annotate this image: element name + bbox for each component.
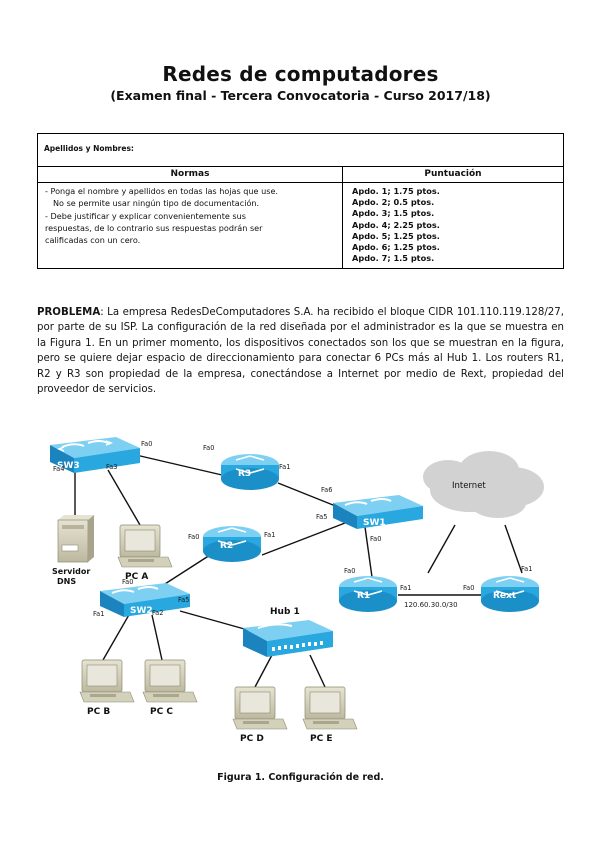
diagram-links: [74, 454, 523, 688]
port-label-sw2-fa5: Fa5: [178, 596, 190, 604]
label-sw1: SW1: [363, 518, 386, 528]
normas-cell: - Ponga el nombre y apellidos en todas l…: [38, 183, 343, 269]
port-label-sw1-fa6: Fa6: [321, 486, 333, 494]
port-label-r3-fa0: Fa0: [203, 444, 215, 452]
port-label-r3-fa1: Fa1: [279, 463, 291, 471]
pc-d-icon: [232, 686, 288, 730]
label-dns-line1: Servidor: [52, 567, 91, 576]
problem-text: : La empresa RedesDeComputadores S.A. ha…: [37, 307, 564, 396]
page-title: Redes de computadores: [162, 62, 439, 86]
page-subtitle: (Examen final - Tercera Convocatoria - C…: [110, 88, 491, 103]
port-label-sw3-fa4: Fa4: [53, 465, 65, 473]
label-sw3: SW3: [57, 461, 80, 471]
figure-caption: Figura 1. Configuración de red.: [217, 772, 384, 783]
network-diagram-svg: [50, 437, 544, 730]
port-label-sw3-fa0: Fa0: [141, 440, 153, 448]
switch-sw1-icon: [333, 495, 423, 529]
pc-e-icon: [302, 686, 358, 730]
router-r2-icon: [203, 526, 261, 562]
problem-label: PROBLEMA: [37, 307, 101, 318]
port-label-sw2-fa2: Fa2: [152, 609, 164, 617]
pc-b-icon: [79, 659, 135, 703]
puntuacion-line: Apdo. 5; 1.25 ptos.: [352, 230, 440, 241]
port-label-r2-fa1: Fa1: [264, 531, 276, 539]
label-sw2: SW2: [130, 606, 153, 616]
port-label-rext-fa1: Fa1: [521, 565, 533, 573]
pc-a-icon: [117, 524, 173, 568]
port-label-sw1-fa0: Fa0: [370, 535, 382, 543]
norma-line: No se permite usar ningún tipo de docume…: [53, 198, 260, 209]
hub-hub1-icon: [243, 620, 333, 657]
network-address-label: 120.60.30.0/30: [404, 601, 458, 609]
table-body-row: - Ponga el nombre y apellidos en todas l…: [38, 183, 563, 269]
label-pc-e: PC E: [310, 734, 333, 744]
switch-sw2-icon: [100, 583, 190, 617]
network-diagram: SW3 R3 SW1 R2 R1 Rext SW2 Hub 1 Internet…: [0, 415, 601, 795]
table-header-row: Normas Puntuación: [38, 167, 563, 183]
label-r1: R1: [357, 591, 371, 601]
internet-cloud-icon: [423, 451, 544, 518]
puntuacion-line: Apdo. 2; 0.5 ptos.: [352, 197, 435, 208]
puntuacion-line: Apdo. 1; 1.75 ptos.: [352, 186, 440, 196]
puntuacion-line: Apdo. 6; 1.25 ptos.: [352, 242, 440, 253]
switch-sw3-icon: [50, 437, 140, 473]
student-name-label: Apellidos y Nombres:: [44, 144, 134, 153]
port-label-rext-fa0: Fa0: [463, 584, 475, 592]
problem-statement: PROBLEMA: La empresa RedesDeComputadores…: [37, 305, 564, 397]
puntuacion-cell: Apdo. 1; 1.75 ptos. Apdo. 2; 0.5 ptos. A…: [343, 183, 563, 268]
port-label-sw3-fa3: Fa3: [106, 463, 118, 471]
norma-line: respuestas, de lo contrario sus respuest…: [45, 222, 263, 233]
router-r3-icon: [221, 454, 279, 490]
label-pc-a: PC A: [125, 572, 149, 582]
pc-c-icon: [142, 659, 198, 703]
label-pc-d: PC D: [240, 734, 264, 744]
label-rext: Rext: [493, 591, 517, 601]
puntuacion-line: Apdo. 7; 1.5 ptos.: [352, 253, 435, 264]
port-label-sw1-fa5: Fa5: [316, 513, 328, 521]
label-dns-line2: DNS: [57, 577, 77, 586]
norma-line: - Debe justificar y explicar conveniente…: [45, 210, 246, 221]
label-hub1: Hub 1: [270, 607, 300, 617]
exam-info-table: Apellidos y Nombres: Normas Puntuación -…: [37, 133, 564, 270]
port-label-r1-fa1: Fa1: [400, 584, 412, 592]
label-pc-b: PC B: [87, 707, 111, 717]
port-label-sw2-fa1: Fa1: [93, 610, 105, 618]
dns-server-icon: [57, 515, 94, 563]
puntuacion-line: Apdo. 4; 2.25 ptos.: [352, 219, 440, 230]
student-name-row[interactable]: Apellidos y Nombres:: [38, 134, 563, 167]
norma-line: - Ponga el nombre y apellidos en todas l…: [45, 186, 278, 196]
port-label-sw2-fa0: Fa0: [122, 578, 134, 586]
port-label-r1-fa0: Fa0: [344, 567, 356, 575]
label-r2: R2: [220, 541, 234, 551]
puntuacion-line: Apdo. 3; 1.5 ptos.: [352, 208, 435, 219]
label-internet: Internet: [452, 481, 486, 491]
router-rext-icon: [481, 576, 539, 612]
label-r3: R3: [238, 469, 252, 479]
port-label-r2-fa0: Fa0: [188, 533, 200, 541]
router-r1-icon: [339, 576, 397, 612]
column-header-normas: Normas: [38, 167, 343, 182]
norma-line: calificadas con un cero.: [45, 235, 141, 246]
column-header-puntuacion: Puntuación: [424, 169, 482, 179]
label-pc-c: PC C: [150, 707, 173, 717]
